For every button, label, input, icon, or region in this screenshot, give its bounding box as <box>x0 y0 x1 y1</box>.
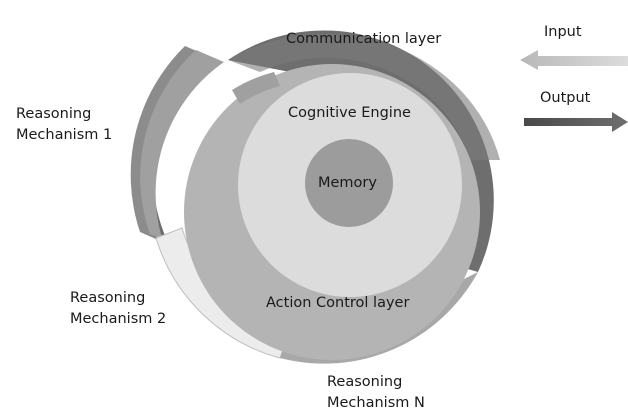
output-arrow-icon <box>524 112 628 132</box>
reasoning-mechanism-n-line1: Reasoning <box>327 374 403 390</box>
communication-layer-label: Communication layer <box>286 31 441 47</box>
reasoning-mechanism-1-label: Reasoning Mechanism 1 <box>16 104 112 146</box>
reasoning-mechanism-1-sector <box>130 46 222 240</box>
input-label: Input <box>544 24 582 40</box>
reasoning-mechanism-1-line1: Reasoning <box>16 106 92 122</box>
action-control-upper-face <box>232 72 280 104</box>
reasoning-mechanism-n-label: Reasoning Mechanism N <box>327 372 425 414</box>
reasoning-mechanism-n-line2: Mechanism N <box>327 395 425 411</box>
reasoning-mechanism-2-line1: Reasoning <box>70 290 146 306</box>
communication-layer-top-face <box>228 33 500 160</box>
reasoning-mechanism-2-line2: Mechanism 2 <box>70 311 167 327</box>
reasoning-mechanism-2-label: Reasoning Mechanism 2 <box>70 288 166 330</box>
reasoning-mechanism-1-line2: Mechanism 1 <box>16 127 113 143</box>
action-control-layer-label: Action Control layer <box>266 295 409 311</box>
input-arrow-icon <box>520 50 628 70</box>
memory-label: Memory <box>318 175 377 191</box>
memory-disc <box>305 139 393 227</box>
reasoning-mechanism-1-face <box>140 50 224 238</box>
cognitive-engine-label: Cognitive Engine <box>288 105 411 121</box>
output-label: Output <box>540 90 591 106</box>
